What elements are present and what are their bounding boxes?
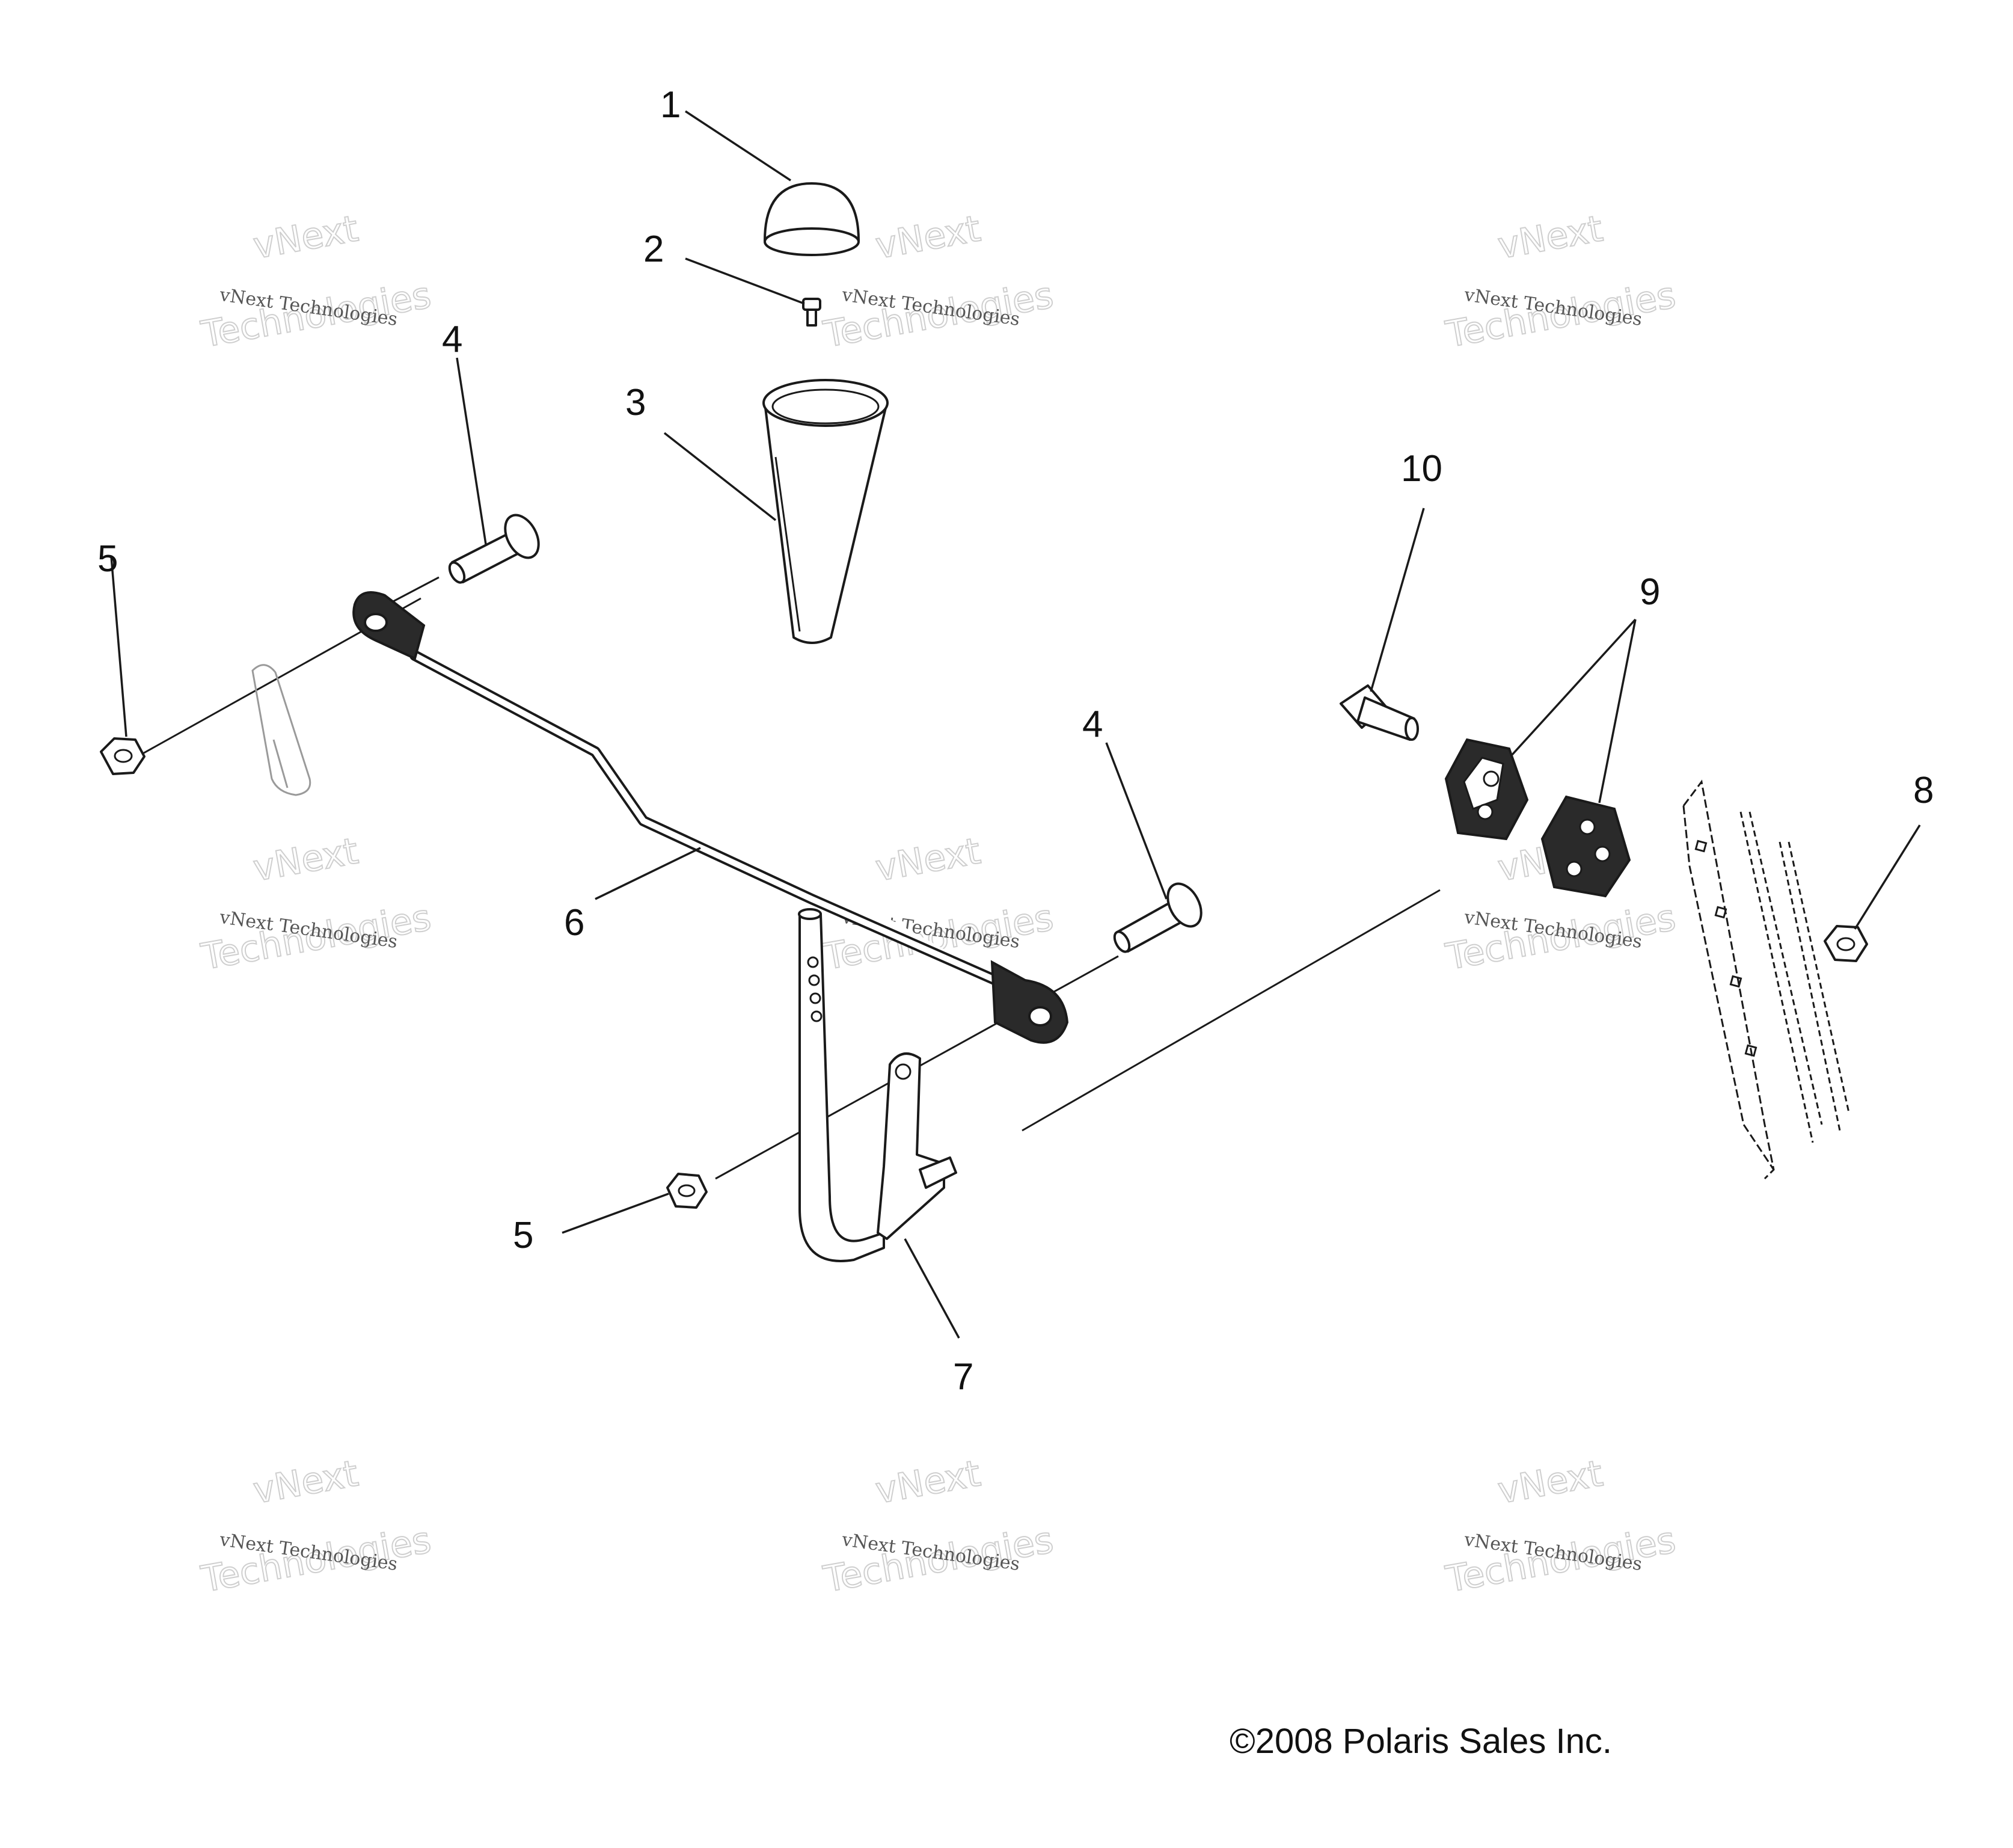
watermark-3: vNext Technologies vNext Technologies <box>1442 207 1679 357</box>
leader-lines <box>110 110 1921 1339</box>
watermark-big-top: vNext <box>872 207 984 267</box>
watermark-7: vNext Technologies vNext Technologies <box>197 1452 435 1601</box>
callout-7: 7 <box>953 1356 973 1398</box>
flange-bolt-part <box>1340 684 1419 741</box>
leader-line-7 <box>904 1238 960 1339</box>
watermark-big-top: vNext <box>250 207 361 267</box>
callout-5-lower: 5 <box>513 1215 533 1256</box>
leader-line-9b <box>1598 619 1637 803</box>
watermark-9: vNext Technologies vNext Technologies <box>1442 1452 1679 1601</box>
callout-6: 6 <box>564 902 584 944</box>
leader-line-5a <box>110 556 127 737</box>
ghost-arm-part <box>251 664 311 796</box>
callout-2: 2 <box>643 229 664 270</box>
copyright-notice: ©2008 Polaris Sales Inc. <box>1230 1722 1612 1761</box>
watermark-big-top: vNext <box>872 830 984 889</box>
callout-4-lower: 4 <box>1082 704 1103 745</box>
leader-line-8 <box>1854 824 1921 930</box>
leader-line-4a <box>456 357 487 545</box>
watermark-8: vNext Technologies vNext Technologies <box>820 1452 1057 1601</box>
callout-10: 10 <box>1401 448 1442 490</box>
shift-rod-part <box>352 591 1069 1044</box>
leader-line-10 <box>1370 508 1425 692</box>
assembly-line-bracket <box>1022 889 1441 1132</box>
callout-4-upper: 4 <box>442 319 462 360</box>
nut-part-lower <box>666 1173 708 1209</box>
watermark-big-top: vNext <box>872 1452 984 1512</box>
screw-part <box>802 298 821 327</box>
callout-3: 3 <box>625 382 646 423</box>
leader-line-9a <box>1511 618 1637 756</box>
callout-1: 1 <box>660 84 681 126</box>
knob-cap-part <box>764 182 860 256</box>
shift-knob-part <box>762 379 889 644</box>
callout-9: 9 <box>1640 571 1660 613</box>
leader-line-3 <box>663 432 777 521</box>
leader-line-4b <box>1105 742 1168 900</box>
shift-guide-part <box>1444 738 1631 898</box>
nut-part-left <box>100 737 146 775</box>
watermark-big-top: vNext <box>250 830 361 889</box>
bolt-part-lower <box>1113 882 1203 953</box>
bolt-part-upper <box>448 514 540 584</box>
leader-line-5b <box>562 1193 669 1234</box>
watermark-1: vNext Technologies vNext Technologies <box>197 207 435 357</box>
watermark-big-top: vNext <box>1495 1452 1606 1512</box>
watermark-big-top: vNext <box>250 1452 361 1512</box>
callout-8: 8 <box>1913 770 1934 811</box>
leader-line-6 <box>595 847 701 900</box>
callout-5-left: 5 <box>97 538 118 580</box>
mounting-bracket-part <box>1682 779 1850 1180</box>
shift-lever-part <box>798 908 957 1262</box>
callouts: 1 2 3 4 5 6 4 5 7 8 9 10 <box>97 84 1934 1398</box>
leader-line-2 <box>685 257 805 305</box>
watermark-4: vNext Technologies vNext Technologies <box>197 829 435 979</box>
watermark-group: vNext Technologies vNext Technologies vN… <box>197 207 1679 1601</box>
leader-line-1 <box>685 110 791 182</box>
nut-part-right <box>1824 925 1868 962</box>
watermark-big-top: vNext <box>1495 207 1606 267</box>
